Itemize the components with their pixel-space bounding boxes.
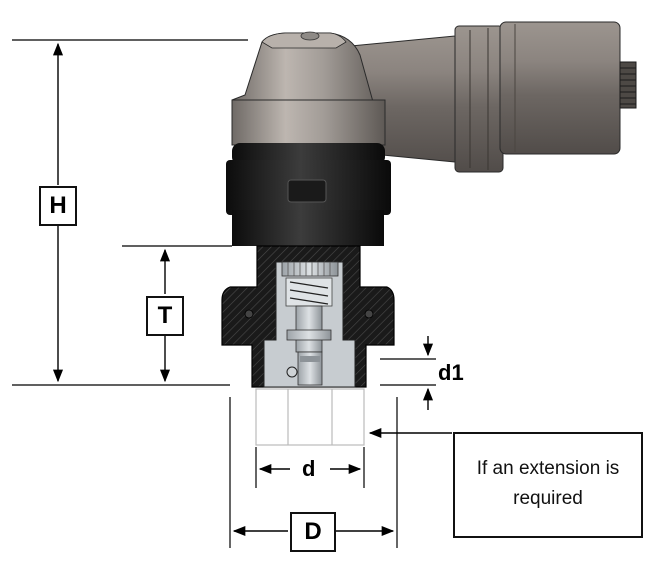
extension-note: If an extension is required: [453, 432, 643, 538]
label-d1: d1: [438, 360, 464, 385]
right-angle-drive-head-icon: [231, 21, 637, 173]
extension-sleeve-icon: [255, 388, 365, 446]
collet-clamp-section-icon: [221, 245, 395, 388]
label-H: H: [39, 186, 77, 226]
label-D: D: [290, 512, 336, 552]
note-line-2: required: [513, 488, 583, 509]
label-T: T: [146, 296, 184, 336]
label-d: d: [302, 456, 316, 481]
dimension-arrows: [52, 42, 452, 537]
black-collar: [226, 143, 391, 246]
extension-lines: [12, 39, 436, 548]
note-line-1: If an extension is: [476, 458, 620, 479]
